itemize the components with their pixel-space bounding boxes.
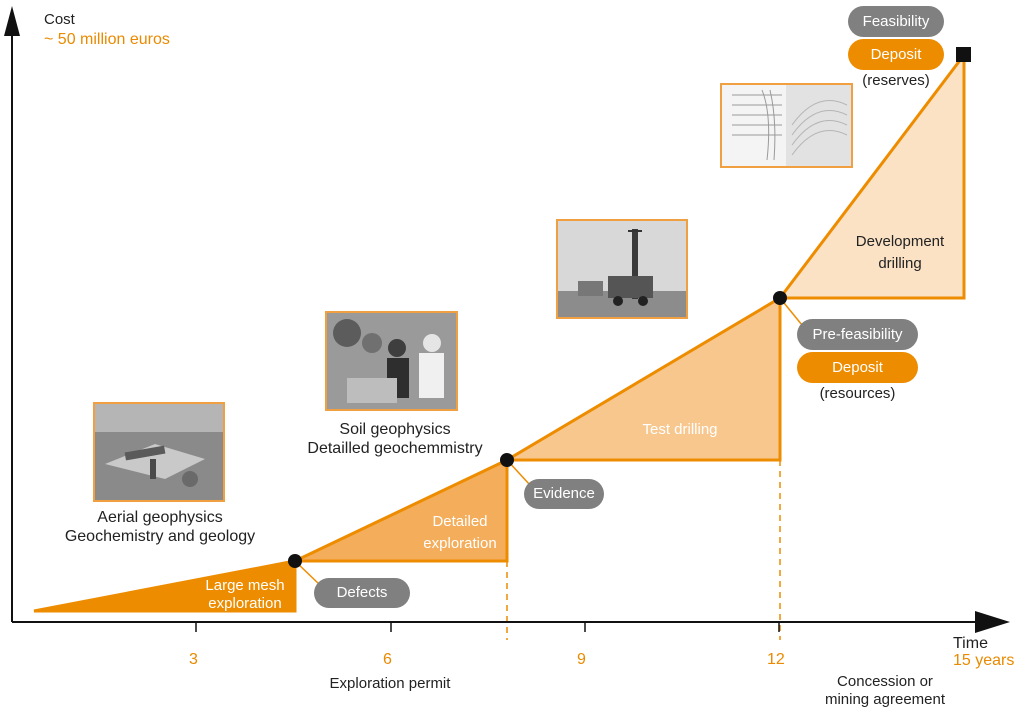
feasibility-pill: Feasibility <box>848 6 944 37</box>
drill-rig-photo <box>556 219 688 319</box>
milestone-dot-1 <box>288 554 302 568</box>
phase-development-label-1: Development <box>855 233 945 250</box>
phase-test-drilling-shape <box>501 295 782 462</box>
y-axis-arrow <box>4 6 20 36</box>
x-axis-arrow <box>975 611 1010 633</box>
y-axis-title: Cost <box>44 11 75 28</box>
reserves-note: (reserves) <box>862 72 930 89</box>
concession-label-line2: mining agreement <box>824 691 946 708</box>
activity-aerial-line2: Geochemistry and geology <box>64 528 256 545</box>
phase-detailed-label-2: exploration <box>423 535 497 552</box>
phase-large-mesh-label-1: Large mesh <box>205 577 285 594</box>
milestone-dot-3 <box>773 291 787 305</box>
x-axis-end-note: 15 years <box>953 652 1015 669</box>
phase-development-shape <box>776 50 966 300</box>
exploration-permit-label: Exploration permit <box>329 675 451 692</box>
endpoint-square <box>956 47 971 62</box>
activity-soil-line2: Detailled geochemmistry <box>307 440 483 457</box>
milestone-dot-2 <box>500 453 514 467</box>
phase-large-mesh-label-2: exploration <box>208 595 282 612</box>
phase-test-drilling-label: Test drilling <box>642 421 718 438</box>
x-tick-label-12: 12 <box>767 651 785 668</box>
evidence-pill: Evidence <box>524 479 604 509</box>
pre-feasibility-pill: Pre-feasibility <box>797 319 918 350</box>
x-tick-label-3: 3 <box>189 651 198 668</box>
phase-detailed-shape <box>294 457 509 563</box>
geological-cross-section <box>720 83 853 168</box>
deposit-reserves-pill: Deposit <box>848 39 944 70</box>
activity-soil-line1: Soil geophysics <box>339 421 451 438</box>
soil-survey-photo <box>325 311 458 411</box>
concession-label-line1: Concession or <box>837 673 933 690</box>
x-tick-label-6: 6 <box>383 651 392 668</box>
x-tick-label-9: 9 <box>577 651 586 668</box>
phase-development-label-2: drilling <box>878 255 922 272</box>
x-axis-title: Time <box>953 635 988 652</box>
aerial-photo <box>93 402 225 502</box>
phase-detailed-label-1: Detailed <box>432 513 488 530</box>
defects-pill: Defects <box>314 578 410 608</box>
phase-large-mesh-shape <box>33 559 297 613</box>
activity-aerial-line1: Aerial geophysics <box>97 509 223 526</box>
y-axis-max-note: ~ 50 million euros <box>44 31 170 48</box>
deposit-resources-pill: Deposit <box>797 352 918 383</box>
resources-note: (resources) <box>819 385 896 402</box>
